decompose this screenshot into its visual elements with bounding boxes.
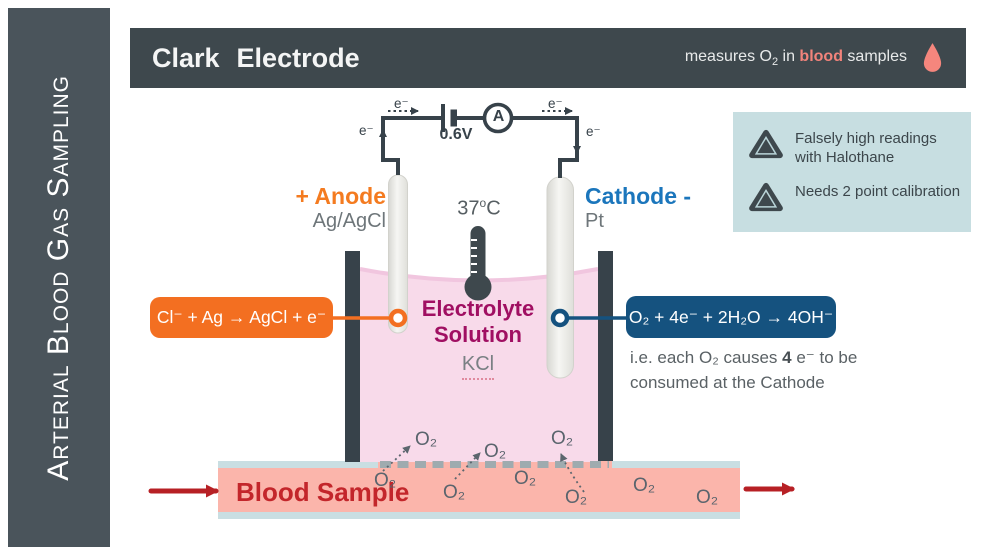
temperature-degree: o (479, 196, 487, 210)
beaker-wall-right (598, 251, 613, 461)
warning-item: Needs 2 point calibration (749, 182, 971, 212)
cathode-note-line1: i.e. each O₂ causes 4 e⁻ to be (630, 345, 880, 370)
warnings-panel: Falsely high readings with Halothane Nee… (733, 112, 971, 232)
header-bar: Clark Electrode measures O2 in blood sam… (130, 28, 966, 88)
subtitle-blood: blood (799, 47, 843, 65)
cathode-reaction-box: O₂ + 4e⁻ + 2H₂O → 4OH⁻ (626, 296, 836, 338)
circuit-wires (381, 116, 579, 178)
electron-label: e⁻ (359, 123, 374, 138)
subtitle-pre: measures O (684, 47, 772, 65)
o2-molecule: O₂ (415, 429, 438, 450)
cathode-material-label: Pt (585, 210, 604, 232)
battery-voltage-label: 0.6V (439, 126, 473, 143)
o2-molecule: O₂ (551, 428, 574, 449)
page-title-word1: Clark (152, 42, 220, 73)
o2-molecule: O₂ (565, 487, 588, 508)
cathode-reaction-marker (550, 308, 570, 328)
o2-molecule: O₂ (374, 470, 397, 491)
ammeter-label: A (492, 108, 505, 125)
note-pre: i.e. each O₂ causes (630, 348, 783, 367)
warning-triangle-icon (749, 129, 783, 159)
electrolyte-label: Electrolyte Solution KCl (405, 296, 551, 380)
o2-molecule: O₂ (696, 487, 719, 508)
blood-sample-label: Blood Sample (236, 477, 410, 507)
anode-reaction-marker (388, 308, 408, 328)
subtitle-sub2: 2 (771, 56, 779, 69)
temperature-value: 37 (457, 197, 480, 220)
sidebar-title: Arterial Blood Gas Sampling (42, 74, 75, 481)
page-title-word2: Electrode (236, 42, 360, 73)
warning-text: Falsely high readings with Halothane (795, 130, 937, 166)
cathode-label: Cathode - (585, 183, 692, 209)
header-right: measures O2 in blood samples (685, 42, 944, 75)
note-bold-4: 4 (782, 348, 792, 367)
warning-text: Needs 2 point calibration (795, 183, 961, 200)
electrolyte-salt-label: KCl (461, 351, 495, 380)
cathode-note: i.e. each O₂ causes 4 e⁻ to be consumed … (630, 345, 880, 395)
blood-drop-icon (923, 42, 942, 72)
page-title: Clark Electrode (152, 43, 360, 74)
electron-label: e⁻ (548, 96, 563, 111)
channel-bottom-wall (218, 512, 740, 519)
sidebar: Arterial Blood Gas Sampling (8, 8, 110, 547)
o2-molecule: O₂ (443, 482, 466, 503)
thermometer-icon (464, 226, 492, 301)
electron-label: e⁻ (394, 96, 409, 111)
ammeter-icon (482, 102, 514, 134)
anode-label: + Anode (295, 183, 386, 209)
o2-molecule: O₂ (514, 468, 537, 489)
temperature-label: 37oC (446, 196, 512, 221)
note-post: e⁻ to be (791, 348, 858, 367)
o2-molecule: O₂ (633, 475, 656, 496)
o2-molecule: O₂ (484, 441, 507, 462)
subtitle-mid: in (778, 47, 800, 65)
battery-long-plate (441, 104, 445, 132)
temperature-unit: C (486, 197, 501, 220)
electron-label: e⁻ (586, 124, 601, 139)
electron-flow-arrows (379, 107, 581, 154)
beaker-wall-left (345, 251, 360, 462)
o2-diffusion-arrows (382, 445, 585, 493)
subtitle-post: samples (842, 47, 907, 65)
cathode-note-line2: consumed at the Cathode (630, 373, 825, 392)
warning-item: Falsely high readings with Halothane (749, 129, 971, 167)
warning-triangle-icon (749, 182, 783, 212)
electrolyte-line1: Electrolyte (421, 296, 535, 321)
blood-sample-fill (218, 468, 740, 512)
electrolyte-liquid (360, 269, 598, 462)
battery-short-plate (450, 109, 457, 127)
anode-material-label: Ag/AgCl (312, 210, 386, 232)
electrolyte-line2: Solution (434, 322, 522, 347)
header-subtitle: measures O2 in blood samples (685, 48, 907, 68)
anode-reaction-box: Cl⁻ + Ag → AgCl + e⁻ (150, 297, 333, 338)
